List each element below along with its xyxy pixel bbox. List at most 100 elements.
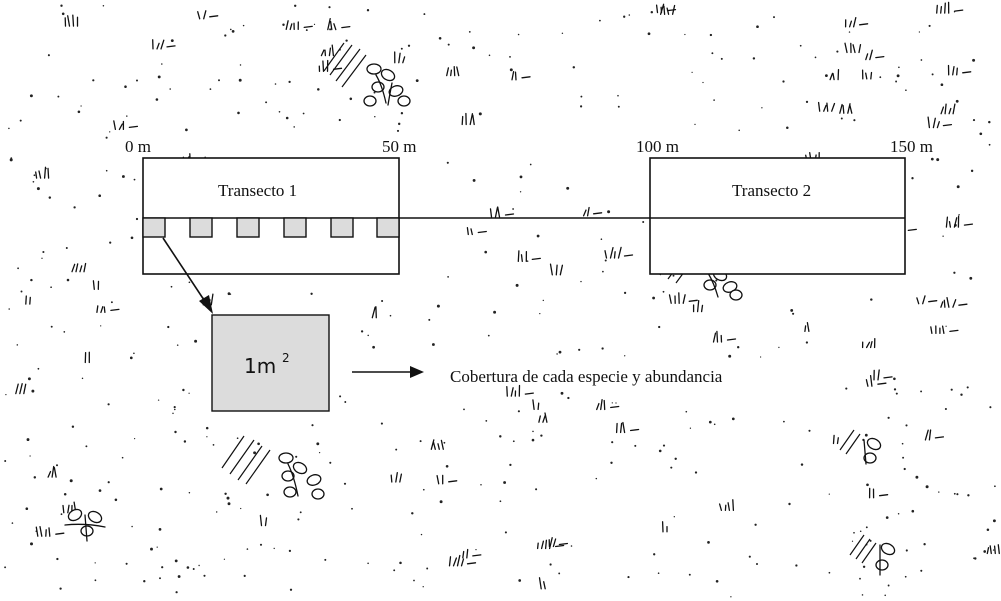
scale-label-100m: 100 m	[636, 137, 679, 156]
ground-speck	[652, 297, 655, 300]
ground-speck	[161, 63, 163, 65]
ground-speck	[319, 452, 320, 453]
ground-speck	[78, 111, 81, 114]
ground-speck	[70, 479, 73, 482]
ground-speck	[124, 85, 127, 88]
ground-speck	[310, 293, 312, 295]
ground-speck	[929, 25, 931, 27]
grass-tuft	[16, 384, 26, 394]
ground-speck	[849, 31, 850, 32]
ground-speck	[753, 57, 755, 59]
grass-tuft	[663, 522, 667, 532]
grass-tuft	[512, 72, 530, 80]
ground-speck	[194, 340, 197, 343]
ground-speck	[601, 238, 603, 240]
ground-speck	[339, 119, 341, 121]
ground-speck	[108, 403, 110, 405]
ground-speck	[535, 488, 537, 490]
ground-speck	[573, 66, 575, 68]
ground-speck	[34, 476, 36, 478]
grass-tuft	[694, 301, 703, 312]
ground-speck	[958, 214, 959, 215]
ground-speck	[420, 440, 422, 442]
ground-speck	[615, 402, 616, 403]
ground-speck	[184, 440, 186, 442]
ground-speck	[484, 251, 487, 254]
ground-speck	[448, 44, 450, 46]
ground-speck	[893, 377, 896, 380]
ground-speck	[189, 281, 191, 283]
ground-speck	[122, 175, 125, 178]
grass-tuft	[26, 296, 31, 304]
ground-speck	[447, 162, 449, 164]
ground-speck	[31, 390, 34, 393]
ground-speck	[897, 74, 900, 77]
ground-speck	[381, 300, 383, 302]
grass-tuft	[533, 400, 539, 410]
ground-speck	[994, 485, 996, 487]
grass-tuft	[437, 475, 457, 483]
ground-speck	[136, 79, 138, 81]
ground-speck	[993, 519, 996, 522]
ground-speck	[527, 260, 529, 262]
ground-speck	[853, 532, 855, 534]
ground-speck	[185, 129, 188, 132]
ground-speck	[790, 309, 793, 312]
grass-tuft	[321, 45, 333, 56]
transect-1-label: Transecto 1	[218, 181, 297, 200]
ground-speck	[653, 553, 655, 555]
ground-speck	[416, 79, 419, 82]
ground-speck	[605, 259, 607, 261]
ground-speck	[689, 574, 691, 576]
grass-tuft	[114, 121, 138, 129]
grass-tuft	[467, 228, 486, 235]
grass-tuft	[819, 103, 835, 112]
grass-tuft	[670, 293, 698, 303]
ground-speck	[989, 406, 991, 408]
ground-speck	[756, 25, 759, 28]
ground-speck	[920, 570, 922, 572]
ground-speck	[580, 105, 582, 107]
ground-speck	[612, 402, 613, 403]
ground-speck	[37, 187, 40, 190]
ground-speck	[172, 413, 173, 414]
ground-speck	[446, 465, 449, 468]
ground-speck	[169, 88, 171, 90]
ground-speck	[62, 13, 65, 16]
ground-speck	[567, 397, 569, 399]
ground-speck	[10, 158, 13, 161]
ground-speck	[103, 5, 105, 7]
ground-speck	[61, 513, 63, 515]
ground-speck	[63, 331, 65, 333]
ground-speck	[361, 330, 363, 332]
ground-speck	[171, 39, 174, 42]
ground-speck	[853, 119, 855, 121]
ground-speck	[866, 526, 868, 528]
ground-speck	[274, 548, 275, 549]
grass-tuft	[941, 104, 955, 114]
scale-label-0m: 0 m	[125, 137, 151, 156]
ground-speck	[972, 59, 975, 62]
ground-speck	[792, 313, 794, 315]
ground-speck	[294, 5, 296, 7]
ground-speck	[543, 300, 544, 301]
ground-speck	[618, 106, 620, 108]
ground-speck	[786, 126, 789, 129]
ground-speck	[106, 137, 108, 139]
ground-speck	[440, 500, 443, 503]
ground-speck	[48, 54, 50, 56]
ground-speck	[95, 579, 97, 581]
ground-speck	[870, 540, 872, 542]
sampling-plot	[331, 218, 353, 237]
ground-speck	[8, 128, 10, 130]
ground-speck	[398, 123, 400, 125]
ground-speck	[345, 39, 347, 41]
ground-speck	[240, 508, 241, 509]
grass-tuft	[870, 488, 888, 497]
ground-speck	[27, 438, 30, 441]
ground-speck	[967, 494, 969, 496]
ground-speck	[971, 170, 973, 172]
ground-speck	[213, 444, 215, 446]
ground-speck	[351, 508, 353, 510]
ground-speck	[290, 589, 292, 591]
